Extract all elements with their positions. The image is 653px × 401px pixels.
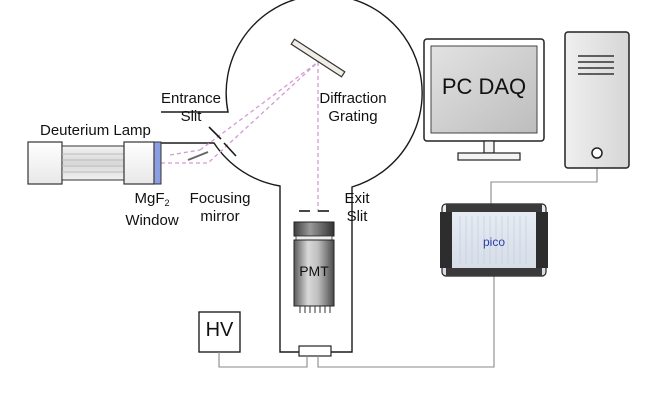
deuterium-lamp: [27, 141, 155, 185]
entrance-slit-label-line2: Slit: [180, 108, 202, 125]
pc-monitor: [423, 38, 545, 161]
hv-box: [198, 311, 241, 353]
diffraction-grating-label-line2: Grating: [328, 108, 378, 125]
entrance-slit-label-line1: Entrance: [160, 90, 222, 107]
pc-tower: [564, 31, 630, 169]
window-label-main: MgF: [134, 190, 165, 207]
diffraction-grating-label-line1: Diffraction: [319, 90, 387, 107]
mgf2-window: [153, 141, 162, 185]
entrance-slit-label: Entrance Slit: [153, 90, 229, 126]
pmt-tube: [293, 221, 335, 357]
focusing-mirror-label: Focusing mirror: [184, 190, 256, 226]
light-beam: [161, 61, 319, 212]
diffraction-grating-label: Diffraction Grating: [313, 90, 393, 126]
exit-slit-label-line1: Exit: [344, 190, 370, 207]
deuterium-lamp-label: Deuterium Lamp: [40, 122, 151, 139]
pico-scope: [440, 203, 548, 277]
pc-daq-label: PC DAQ: [441, 74, 527, 99]
focusing-mirror-label-line1: Focusing: [189, 190, 251, 207]
power-button-icon: [591, 147, 603, 159]
window-label-sub: 2: [164, 198, 170, 208]
diffraction-grating: [290, 38, 346, 78]
focusing-mirror: [187, 151, 209, 161]
entrance-slit: [208, 126, 237, 157]
hv-label: HV: [205, 319, 234, 341]
cables: [218, 168, 598, 368]
pico-label: pico: [482, 235, 505, 249]
exit-slit-label: Exit Slit: [337, 190, 377, 226]
pmt-label: PMT: [299, 263, 329, 279]
spectrometer-chamber: [161, 0, 423, 353]
window-label-line2: Window: [125, 212, 179, 229]
focusing-mirror-label-line2: mirror: [200, 208, 240, 225]
exit-slit-label-line2: Slit: [346, 208, 368, 225]
window-label: MgF2 Window: [118, 190, 186, 230]
